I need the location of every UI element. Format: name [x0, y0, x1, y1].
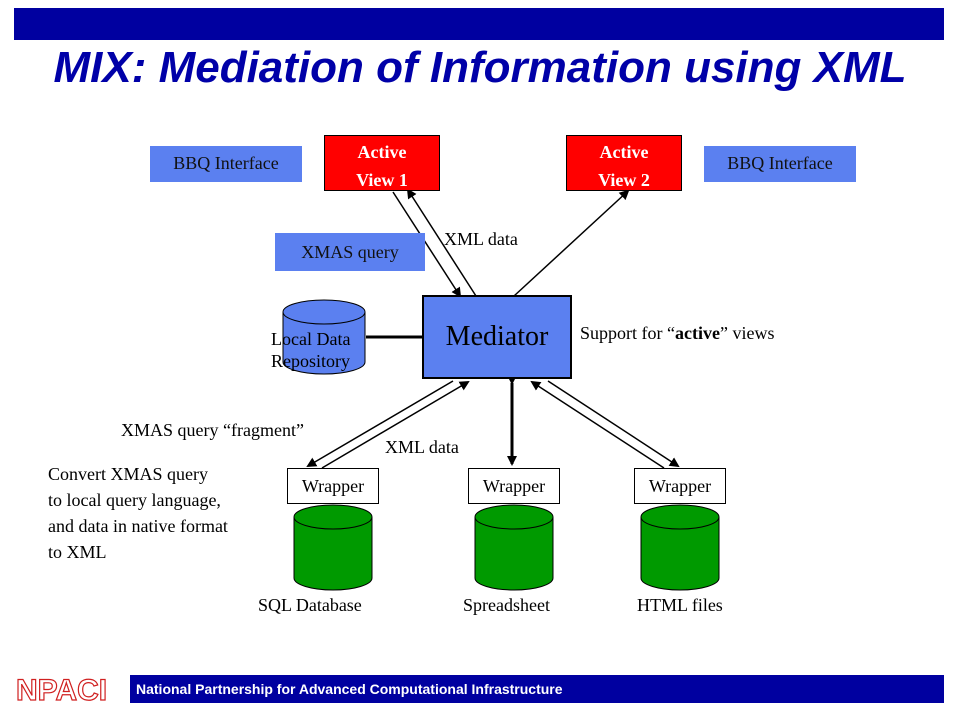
active-view-2-line1: Active [599, 142, 649, 162]
active-view-2-line2: View 2 [598, 170, 650, 190]
wrapper1-to-mediator-line [321, 380, 470, 469]
local-data-label: Local Data Repository [271, 328, 350, 372]
footer-bar: National Partnership for Advanced Comput… [130, 675, 944, 703]
wrapper-html: Wrapper [634, 468, 726, 504]
mediator-box: Mediator [422, 295, 572, 379]
active-view-1-line1: Active [357, 142, 407, 162]
support-suffix: ” views [719, 323, 775, 343]
xml-data-top-label: XML data [444, 229, 518, 249]
local-data-line1: Local Data [271, 329, 351, 349]
source-html-files: HTML files [637, 595, 723, 615]
mediator-av2-line [504, 189, 630, 306]
wrapper-spreadsheet: Wrapper [468, 468, 560, 504]
active-view-2-box: Active View 2 [566, 135, 682, 191]
xmas-fragment-label: XMAS query “fragment” [121, 420, 304, 440]
xml-data-bottom-label: XML data [385, 437, 459, 457]
bbq-interface-left: BBQ Interface [150, 146, 302, 182]
html-files-cylinder [640, 504, 720, 591]
local-data-line2: Repository [271, 351, 350, 371]
slide-title: MIX: Mediation of Information using XML [53, 43, 907, 92]
support-prefix: Support for “ [580, 323, 675, 343]
active-view-1-line2: View 1 [356, 170, 408, 190]
convert-line-4: to XML [48, 542, 107, 562]
convert-line-1: Convert XMAS query [48, 464, 208, 484]
active-view-1-box: Active View 1 [324, 135, 440, 191]
mediator-to-wrapper3-line [547, 380, 680, 468]
spreadsheet-cylinder [474, 504, 554, 591]
npaci-logo-text: NPACI [16, 674, 107, 706]
source-sql-database: SQL Database [258, 595, 362, 615]
source-spreadsheet: Spreadsheet [463, 595, 550, 615]
wrapper-sql: Wrapper [287, 468, 379, 504]
bbq-interface-right: BBQ Interface [704, 146, 856, 182]
sql-database-cylinder [293, 504, 373, 591]
mediator-to-wrapper1-line [306, 380, 454, 468]
convert-description: Convert XMAS query to local query langua… [48, 461, 228, 565]
support-bold: active [674, 323, 720, 343]
top-bar [14, 8, 944, 40]
local-data-cylinder [282, 299, 366, 375]
support-active-views-label: Support for “active” views [580, 322, 774, 344]
npaci-logo-icon: NPACI [15, 673, 107, 706]
mediator-to-av1-line [406, 188, 477, 297]
av1-to-mediator-line [392, 191, 462, 298]
convert-line-3: and data in native format [48, 516, 228, 536]
xmas-query-box: XMAS query [275, 233, 425, 271]
convert-line-2: to local query language, [48, 490, 221, 510]
wrapper3-to-mediator-line [530, 380, 665, 469]
